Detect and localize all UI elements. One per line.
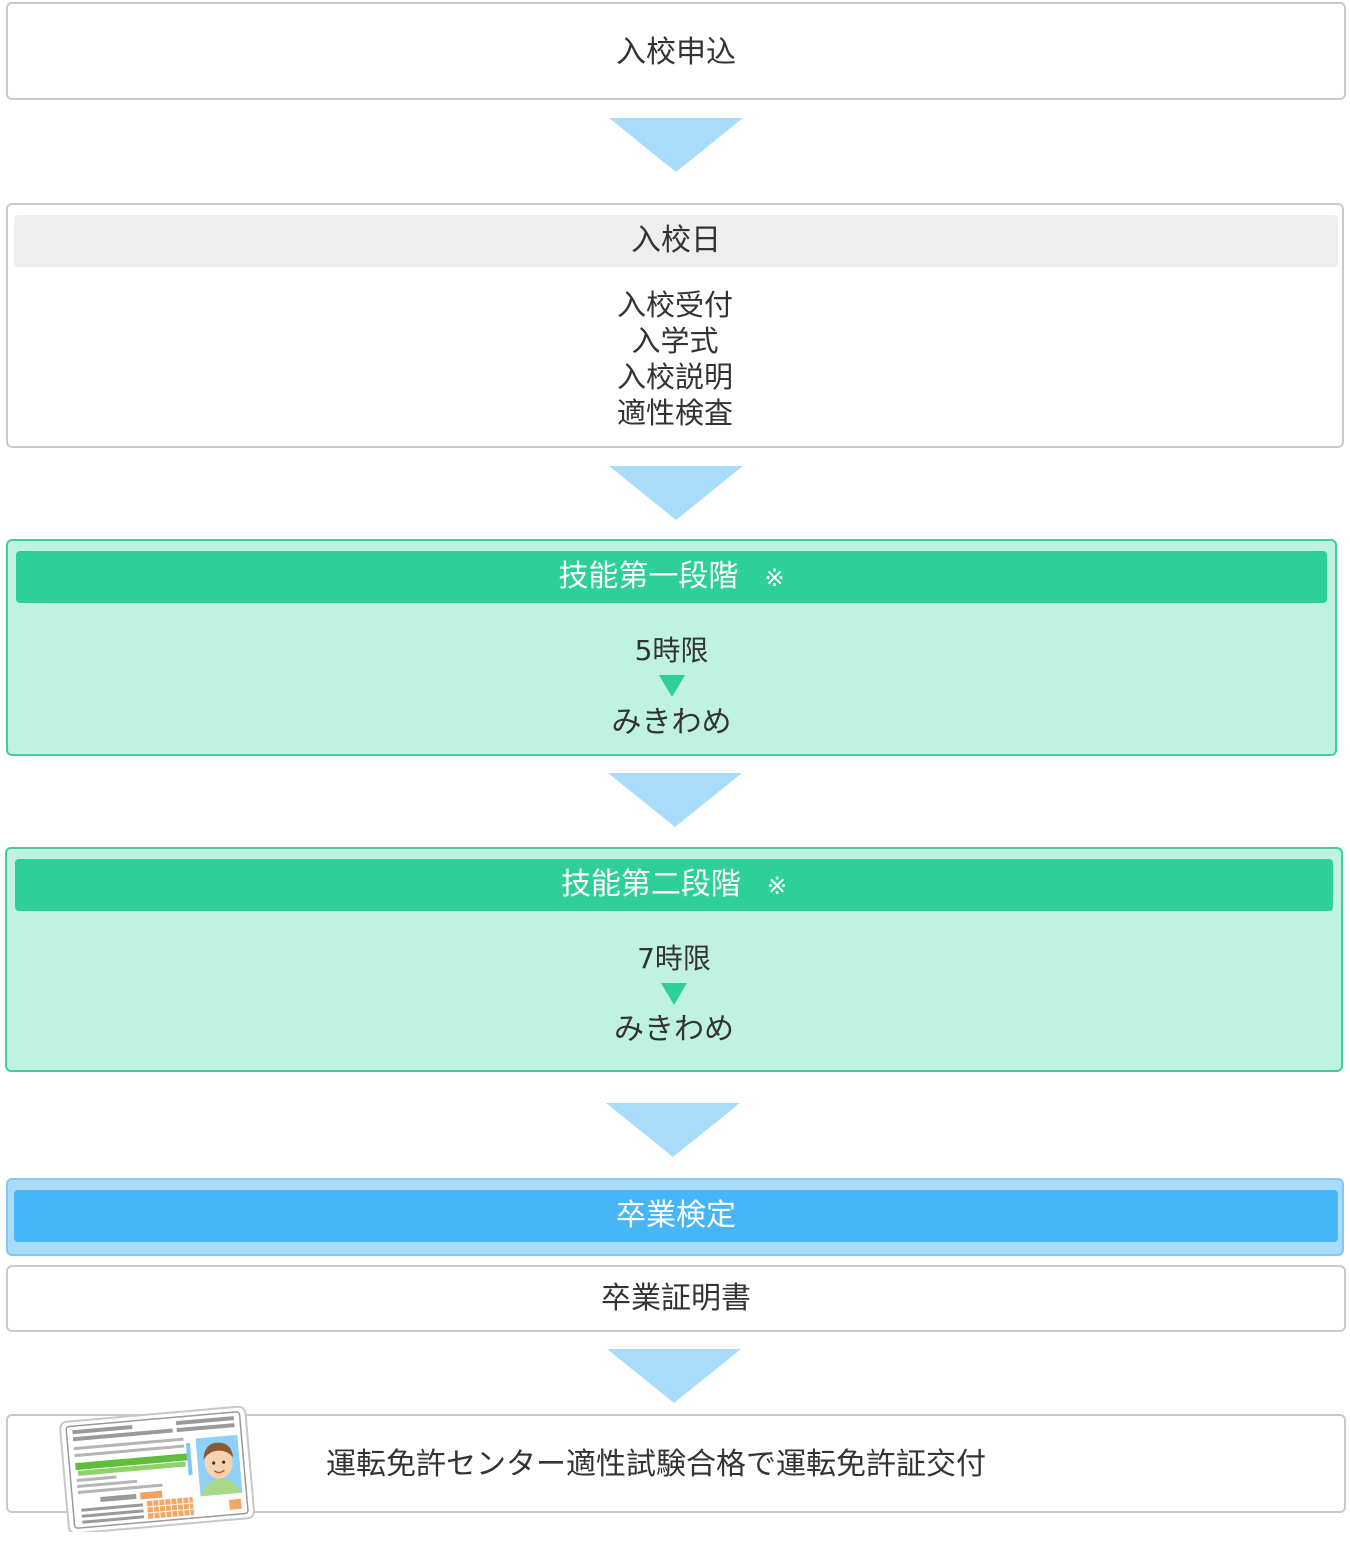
stage1-check: みきわめ	[8, 705, 1335, 741]
mini-arrow-down-icon	[659, 675, 685, 697]
step-stage2-title: 技能第二段階 ※	[15, 859, 1333, 911]
step-entry-day-title: 入校日	[14, 215, 1338, 267]
step-apply-box: 入校申込	[6, 2, 1346, 100]
entry-day-item: 入学式	[8, 323, 1342, 359]
step-license-label: 運転免許センター適性試験合格で運転免許証交付	[326, 1447, 986, 1483]
mini-arrow-down-icon	[661, 983, 687, 1005]
step-stage1-box: 技能第一段階 ※ 5時限 みきわめ	[6, 539, 1337, 756]
note-mark: ※	[764, 564, 784, 592]
step-stage1-title: 技能第一段階 ※	[16, 551, 1327, 603]
step-graduation-exam-box: 卒業検定	[6, 1178, 1344, 1256]
entry-day-item: 入校受付	[8, 287, 1342, 323]
flow-arrow-down-icon	[609, 118, 743, 172]
step-stage2-box: 技能第二段階 ※ 7時限 みきわめ	[5, 847, 1343, 1072]
driver-license-card-icon	[58, 1406, 256, 1532]
flow-arrow-down-icon	[608, 773, 742, 827]
stage1-hours: 5時限	[8, 633, 1335, 669]
stage2-title-text: 技能第二段階	[561, 867, 741, 902]
step-certificate-box: 卒業証明書	[6, 1265, 1346, 1332]
flow-arrow-down-icon	[606, 1103, 740, 1157]
entry-day-item: 入校説明	[8, 359, 1342, 395]
step-certificate-label: 卒業証明書	[8, 1281, 1344, 1317]
flow-arrow-down-icon	[607, 1349, 741, 1403]
step-entry-day-box: 入校日 入校受付 入学式 入校説明 適性検査	[6, 203, 1344, 448]
note-mark: ※	[767, 872, 787, 900]
stage1-title-text: 技能第一段階	[558, 559, 738, 594]
step-graduation-exam-title: 卒業検定	[14, 1190, 1338, 1242]
entry-day-item: 適性検査	[8, 395, 1342, 431]
step-apply-label: 入校申込	[8, 35, 1344, 71]
stage2-hours: 7時限	[7, 941, 1341, 977]
stage2-check: みきわめ	[7, 1012, 1341, 1048]
flow-arrow-down-icon	[609, 466, 743, 520]
